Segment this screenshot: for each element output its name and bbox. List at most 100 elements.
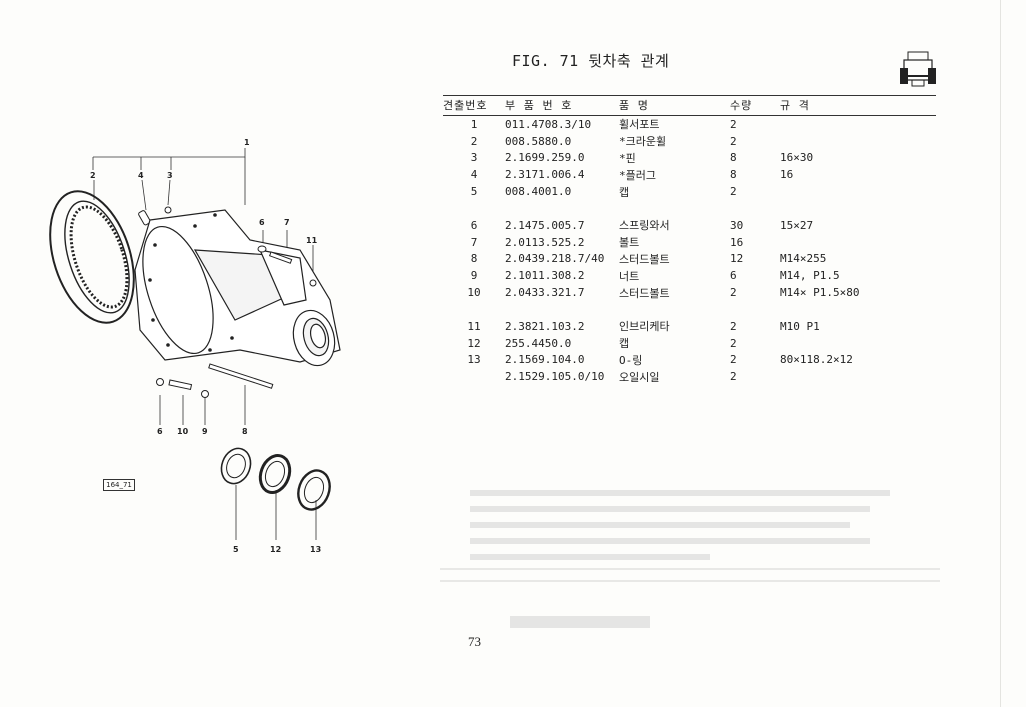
column-header-name: 품 명 xyxy=(619,95,730,116)
table-row: 2.1529.105.0/10 오일시일 2 xyxy=(443,368,936,385)
stud-bolt-part xyxy=(208,363,274,389)
cell-qty: 30 xyxy=(730,218,744,232)
table-header-row: 견출번호 부 품 번 호 품 명 수량 규 격 xyxy=(443,95,936,116)
page-number: 73 xyxy=(468,634,481,649)
cell-no: 10 xyxy=(467,286,481,300)
spacer-cell xyxy=(443,200,936,217)
cell-part-no: 2.1699.259.0 xyxy=(505,151,585,165)
cell-part-no: 011.4708.3/10 xyxy=(505,117,592,131)
cell-name: 오일시일 xyxy=(619,370,660,384)
cell-no: 6 xyxy=(470,218,478,232)
callout-9: 9 xyxy=(202,427,208,436)
cell-no: 5 xyxy=(470,185,478,199)
cell-spec xyxy=(780,234,936,251)
cell-spec: 15×27 xyxy=(780,218,814,232)
cell-name: 너트 xyxy=(619,269,640,283)
cell-spec xyxy=(780,116,936,133)
callout-3: 3 xyxy=(167,171,173,180)
cell-part-no: 2.1011.308.2 xyxy=(505,269,585,283)
figure-code-label: 164_71 xyxy=(103,479,135,491)
cell-spec: M14× P1.5×80 xyxy=(780,286,860,300)
callout-6-top: 6 xyxy=(259,218,265,227)
cell-no: 1 xyxy=(470,117,478,131)
column-header-spec: 규 격 xyxy=(780,95,936,116)
cell-qty: 2 xyxy=(730,185,737,199)
column-header-no: 견출번호 xyxy=(443,95,505,116)
cell-part-no: 2.1529.105.0/10 xyxy=(505,370,605,384)
cell-no: 7 xyxy=(470,235,478,249)
cell-name: 스터드볼트 xyxy=(619,252,670,266)
cell-no: 8 xyxy=(470,252,478,266)
cell-part-no: 2.3821.103.2 xyxy=(505,319,585,333)
cell-qty: 8 xyxy=(730,168,737,182)
callout-4: 4 xyxy=(138,171,144,180)
cell-no: 2 xyxy=(470,134,478,148)
lower-small-parts xyxy=(156,378,209,398)
table-row: 6 2.1475.005.7 스프링와서 30 15×27 xyxy=(443,217,936,234)
cell-name: *플러그 xyxy=(619,168,656,182)
cell-qty: 2 xyxy=(730,319,737,333)
cell-qty: 2 xyxy=(730,336,737,350)
cell-name: 휠서포트 xyxy=(619,118,660,132)
cell-spec: 16×30 xyxy=(780,151,814,165)
cell-name: 인브리케타 xyxy=(619,320,670,334)
seal-rings-parts xyxy=(220,447,331,511)
column-header-part-no: 부 품 번 호 xyxy=(505,95,619,116)
cell-part-no: 255.4450.0 xyxy=(505,336,572,350)
column-header-qty: 수량 xyxy=(730,95,780,116)
callout-13: 13 xyxy=(310,545,321,554)
callout-12: 12 xyxy=(270,545,281,554)
cell-name: 캡 xyxy=(619,337,630,351)
figure-title: FIG. 71 뒷차축 관계 xyxy=(512,52,670,70)
cell-no: 13 xyxy=(467,353,481,367)
callout-6-bottom: 6 xyxy=(157,427,163,436)
cell-spec: 80×118.2×12 xyxy=(780,353,853,367)
cell-spec xyxy=(780,183,936,200)
cell-part-no: 2.1475.005.7 xyxy=(505,218,585,232)
cell-name: 스터드볼트 xyxy=(619,286,670,300)
callout-2: 2 xyxy=(90,171,96,180)
cell-qty: 2 xyxy=(730,117,737,131)
cell-part-no: 2.1569.104.0 xyxy=(505,353,585,367)
callout-7: 7 xyxy=(284,218,290,227)
cell-part-no: 008.4001.0 xyxy=(505,185,572,199)
cell-spec: 16 xyxy=(780,168,794,182)
cell-no xyxy=(443,368,505,385)
bolt-washer-cap-parts xyxy=(257,245,317,287)
cell-qty: 2 xyxy=(730,370,737,384)
cell-spec xyxy=(780,335,936,352)
cell-spec: M10 P1 xyxy=(780,319,820,333)
cell-name: 스프링와서 xyxy=(619,219,670,233)
cell-spec: M14×255 xyxy=(780,252,827,266)
reverse-page-bleed xyxy=(440,484,940,584)
leader-lines xyxy=(92,148,317,540)
callout-10: 10 xyxy=(177,427,189,436)
table-spacer-row xyxy=(443,301,936,318)
page-edge xyxy=(1000,0,1001,707)
cell-part-no: 2.0113.525.2 xyxy=(505,235,585,249)
table-row: 3 2.1699.259.0 *핀 8 16×30 xyxy=(443,150,936,167)
cell-qty: 8 xyxy=(730,151,737,165)
cell-qty: 2 xyxy=(730,353,737,367)
cell-no: 3 xyxy=(470,151,478,165)
table-row: 1 011.4708.3/10 휠서포트 2 xyxy=(443,116,936,133)
cell-name: *핀 xyxy=(619,151,636,165)
crown-wheel-part xyxy=(49,190,135,324)
exploded-parts-diagram: 1 2 4 3 6 7 11 6 10 9 8 5 12 13 xyxy=(49,138,341,554)
callout-5: 5 xyxy=(233,545,239,554)
cell-name: *크라운휠 xyxy=(619,135,667,149)
cell-qty: 12 xyxy=(730,252,744,266)
cell-part-no: 2.0433.321.7 xyxy=(505,286,585,300)
cell-part-no: 2.3171.006.4 xyxy=(505,168,585,182)
callout-1: 1 xyxy=(244,138,250,147)
